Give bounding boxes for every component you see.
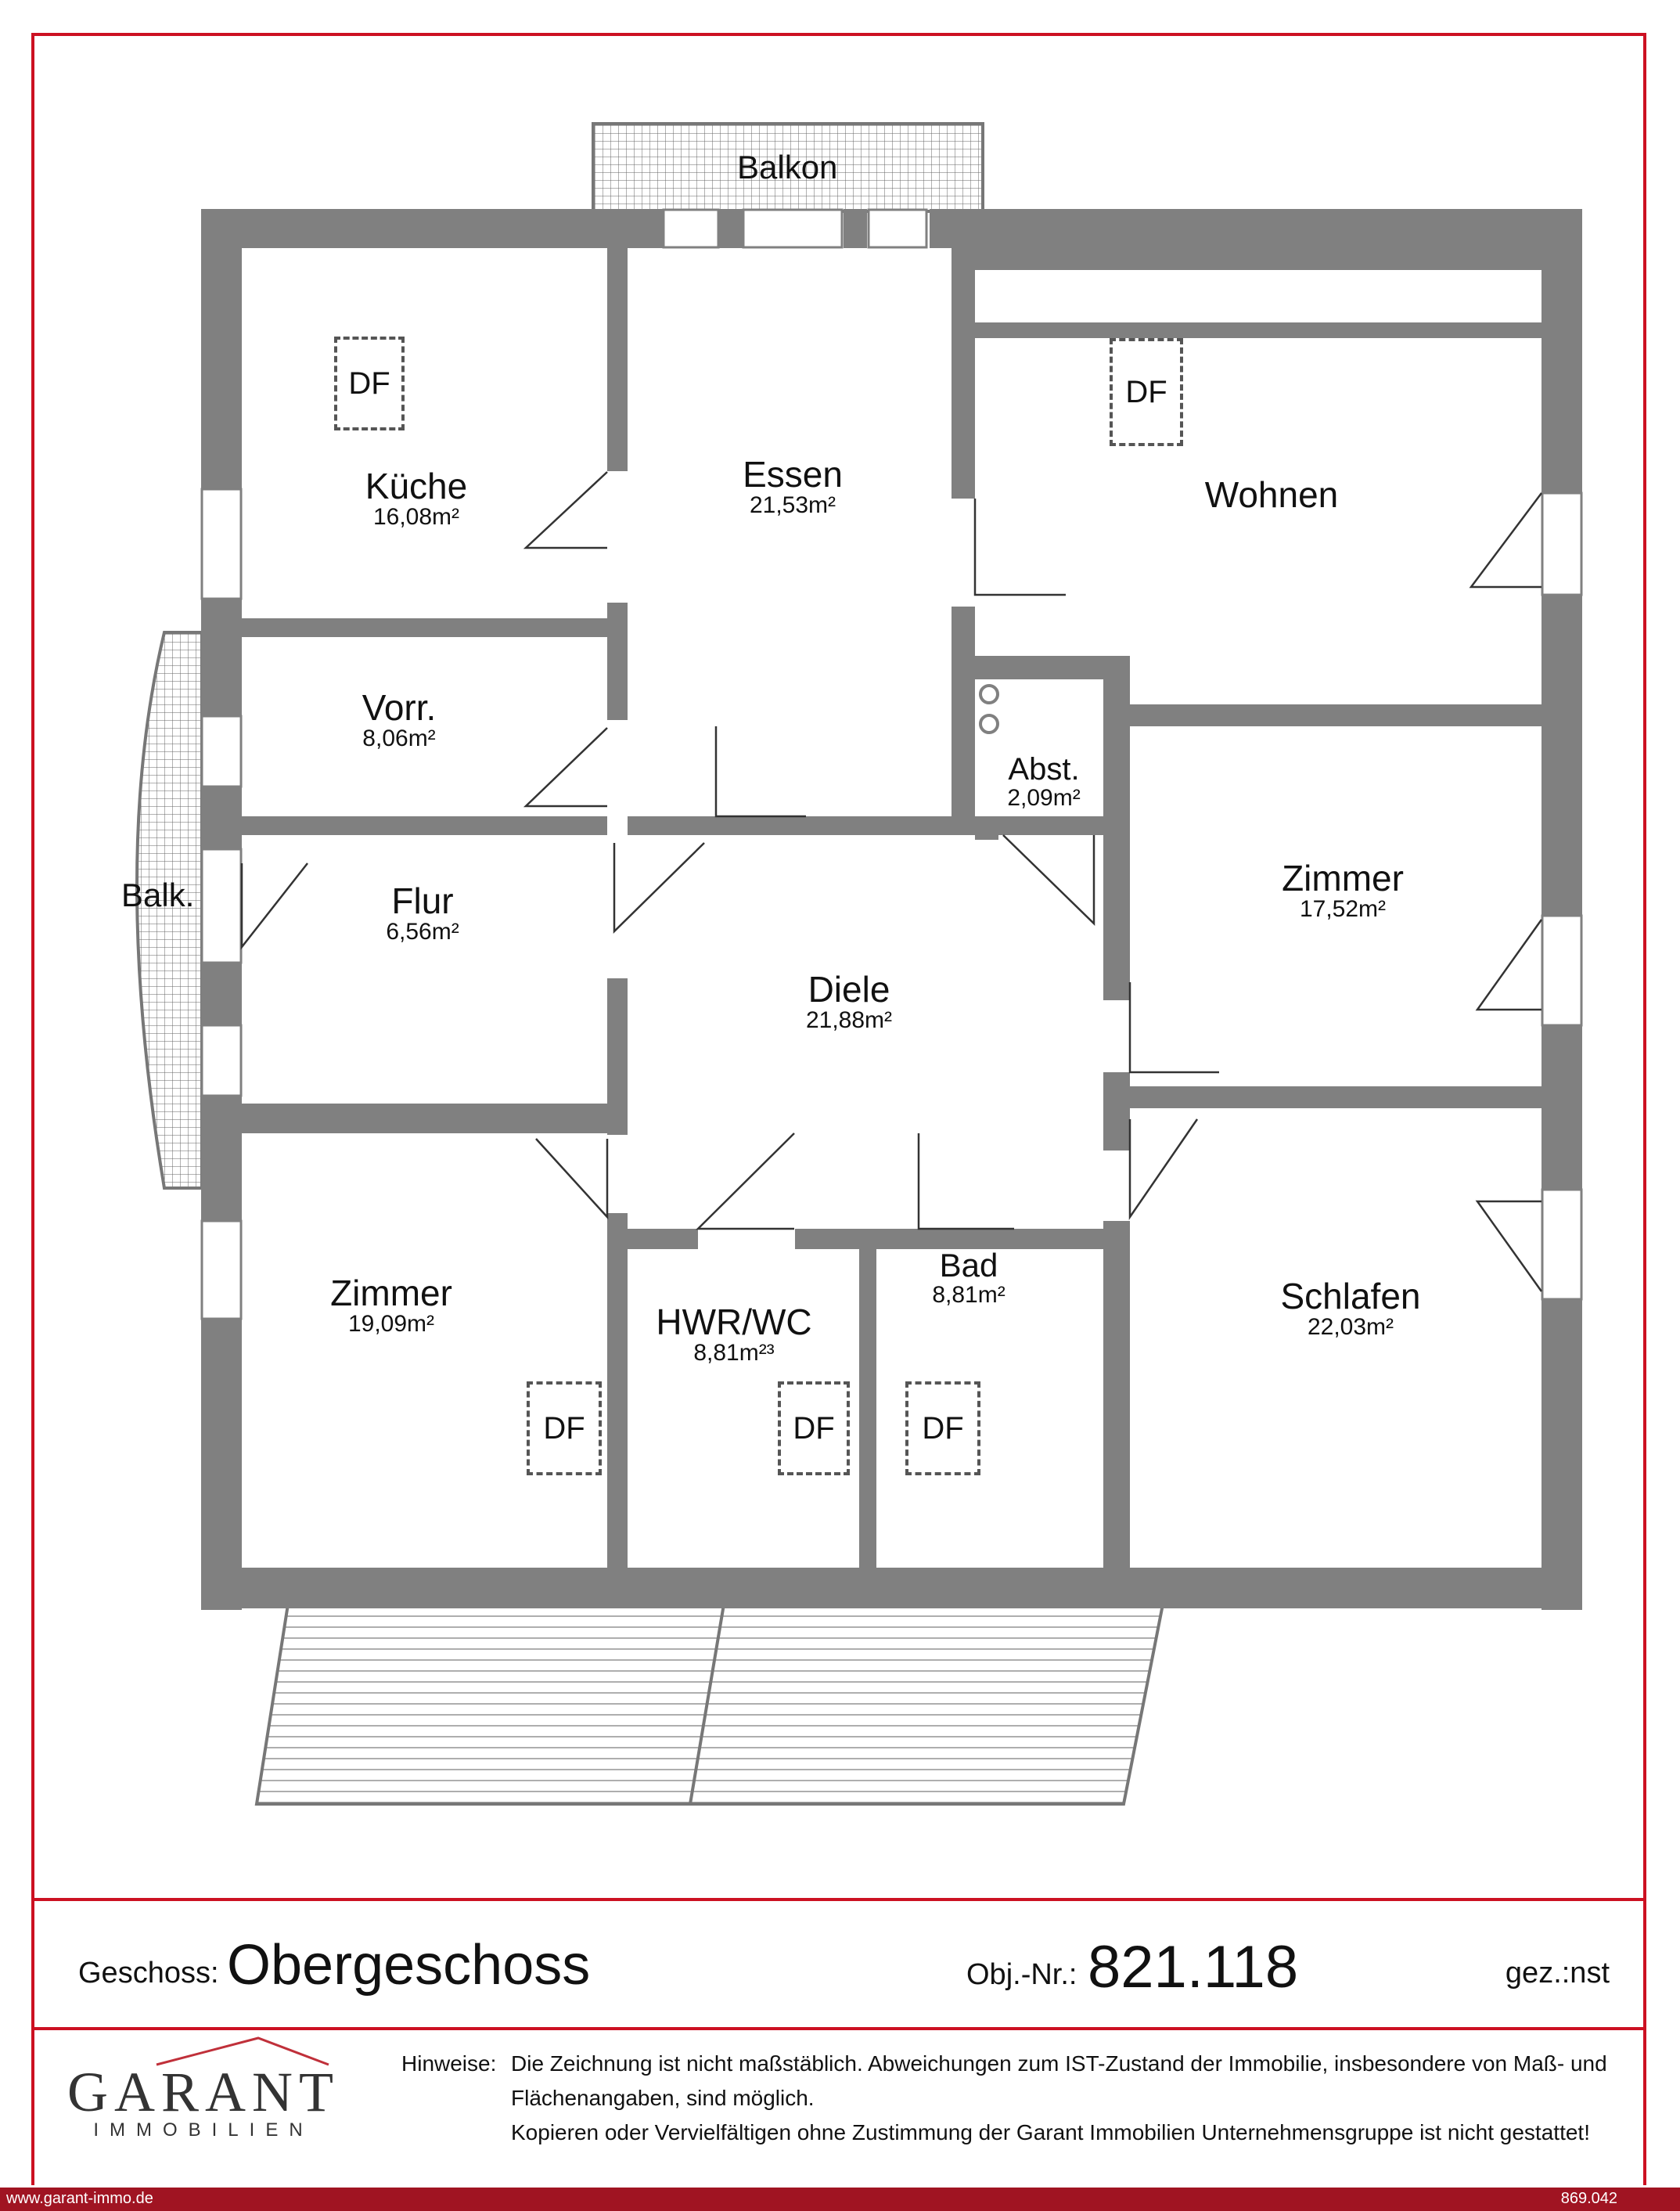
- notice-line2: Kopieren oder Vervielfältigen ohne Zusti…: [511, 2120, 1590, 2144]
- room-area: 8,81m²³: [693, 1340, 775, 1367]
- room-name: Schlafen: [1280, 1276, 1421, 1316]
- room-name: Essen: [743, 454, 843, 495]
- room-area: 16,08m²: [372, 504, 460, 531]
- notice-label: Hinweise:: [401, 2051, 497, 2076]
- logo-sub: IMMOBILIEN: [93, 2119, 314, 2141]
- balkon-label: Balkon: [737, 149, 838, 185]
- frame-divider: [31, 1898, 1646, 1901]
- logo-roof-icon: [156, 2036, 329, 2066]
- logo-word: GARANT: [67, 2061, 340, 2123]
- room-area: 17,52m²: [1299, 896, 1387, 923]
- footer-url[interactable]: www.garant-immo.de: [6, 2190, 153, 2207]
- frame-top: [31, 33, 1646, 36]
- title-row: Geschoss: Obergeschoss Obj.-Nr.: 821.118…: [78, 1933, 1610, 2004]
- room-essen: Essen 21,53m²: [743, 456, 843, 518]
- room-area: 22,03m²: [1307, 1314, 1394, 1341]
- df-zimmer-left: DF: [527, 1381, 602, 1475]
- room-name: Zimmer: [1282, 858, 1404, 898]
- frame-right: [1643, 33, 1646, 2185]
- room-schlafen: Schlafen 22,03m²: [1280, 1277, 1420, 1340]
- room-name: HWR/WC: [656, 1302, 812, 1342]
- room-abst: Abst. 2,09m²: [1007, 753, 1080, 811]
- room-name: Abst.: [1008, 752, 1080, 787]
- room-area: 6,56m²: [386, 919, 459, 945]
- room-diele: Diele 21,88m²: [806, 970, 892, 1033]
- obj-label: Obj.-Nr.:: [966, 1958, 1077, 1991]
- notice-line1: Die Zeichnung ist nicht maßstäblich. Abw…: [511, 2051, 1607, 2110]
- room-name: Vorr.: [362, 687, 437, 728]
- room-name: Küche: [365, 466, 468, 506]
- room-area: 8,81m²: [932, 1282, 1005, 1309]
- room-kueche: Küche 16,08m²: [365, 467, 467, 530]
- balkon-left: [135, 631, 203, 1190]
- room-area: 19,09m²: [347, 1311, 435, 1338]
- room-wohnen: Wohnen: [1204, 474, 1339, 515]
- garant-logo: GARANT IMMOBILIEN: [63, 2035, 344, 2144]
- notice-text: Die Zeichnung ist nicht maßstäblich. Abw…: [511, 2047, 1653, 2150]
- room-bad: Bad 8,81m²: [932, 1248, 1005, 1308]
- room-area: 21,88m²: [805, 1007, 893, 1034]
- room-zimmer-left: Zimmer 19,09m²: [330, 1274, 452, 1337]
- df-bad: DF: [905, 1381, 980, 1475]
- terrace-bottom: [254, 1603, 1165, 1806]
- gez-label: gez.:nst: [1505, 1957, 1610, 1990]
- df-hwr: DF: [778, 1381, 850, 1475]
- room-area: 8,06m²: [362, 726, 436, 752]
- room-zimmer-right: Zimmer 17,52m²: [1282, 859, 1404, 922]
- room-name: Wohnen: [1204, 474, 1339, 515]
- frame-left: [31, 33, 34, 2185]
- room-hwr: HWR/WC 8,81m²³: [656, 1303, 811, 1366]
- floor-plan: [135, 122, 1583, 1806]
- df-wohnen: DF: [1110, 338, 1183, 446]
- df-kueche: DF: [334, 337, 405, 430]
- frame-divider-2: [31, 2027, 1646, 2030]
- room-area: 21,53m²: [749, 492, 836, 519]
- room-name: Flur: [391, 880, 454, 921]
- footer-code: 869.042: [1560, 2190, 1617, 2207]
- room-flur: Flur 6,56m²: [386, 882, 459, 945]
- balk-label: Balk.: [121, 877, 195, 913]
- geschoss-value: Obergeschoss: [227, 1934, 591, 1997]
- geschoss-label: Geschoss:: [78, 1957, 219, 1990]
- room-area: 2,09m²: [1007, 785, 1081, 811]
- room-vorr: Vorr. 8,06m²: [362, 689, 437, 751]
- room-name: Zimmer: [330, 1273, 452, 1313]
- footer-bar: www.garant-immo.de 869.042: [0, 2188, 1680, 2211]
- room-name: Bad: [939, 1247, 998, 1284]
- obj-value: 821.118: [1088, 1934, 1299, 2000]
- room-name: Diele: [808, 969, 890, 1010]
